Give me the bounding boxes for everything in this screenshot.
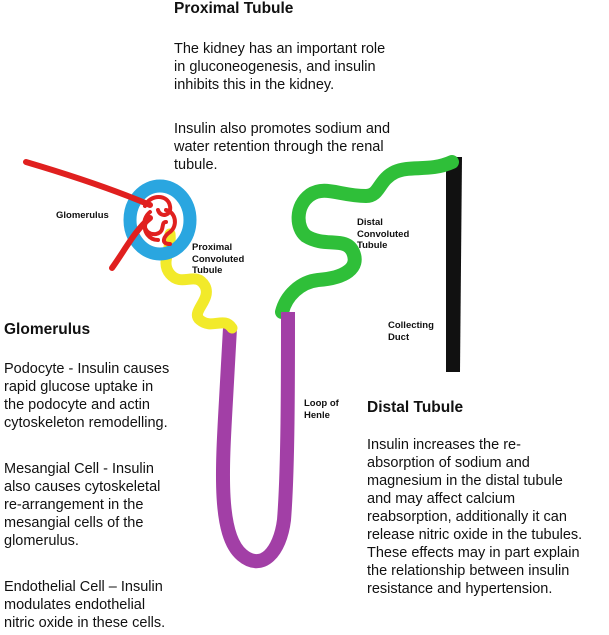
proximal-tubule-heading: Proximal Tubule [174,0,294,17]
loop-of-henle-label: Loop of Henle [304,398,339,421]
mesangial-cell-paragraph: Mesangial Cell - Insulin also causes cyt… [4,461,161,549]
proximal-tubule-shape [160,228,238,334]
afferent-vessel-shape [23,159,153,208]
collecting-duct-label: Collecting Duct [388,320,434,343]
proximal-convoluted-tubule-label: Proximal Convoluted Tubule [192,242,245,276]
loop-of-henle-shape [215,311,295,568]
glomerulus-diagram-label: Glomerulus [56,210,109,221]
bowman-capsule-shape [123,179,197,261]
proximal-tubule-paragraph-2: Insulin also promotes sodium and water r… [174,121,391,173]
endothelial-cell-paragraph: Endothelial Cell – Insulin modulates end… [4,579,166,631]
distal-tubule-shape [275,155,459,319]
proximal-tubule-paragraph-1: The kidney has an important role in gluc… [174,41,386,93]
podocyte-paragraph: Podocyte - Insulin causes rapid glucose … [4,361,170,431]
distal-tubule-heading: Distal Tubule [367,399,464,416]
glomerulus-heading: Glomerulus [4,321,91,338]
distal-convoluted-tubule-label: Distal Convoluted Tubule [357,217,410,251]
glomerular-tuft [142,195,177,246]
distal-tubule-paragraph: Insulin increases the re- absorption of … [367,437,583,597]
collecting-duct-shape [446,157,462,372]
